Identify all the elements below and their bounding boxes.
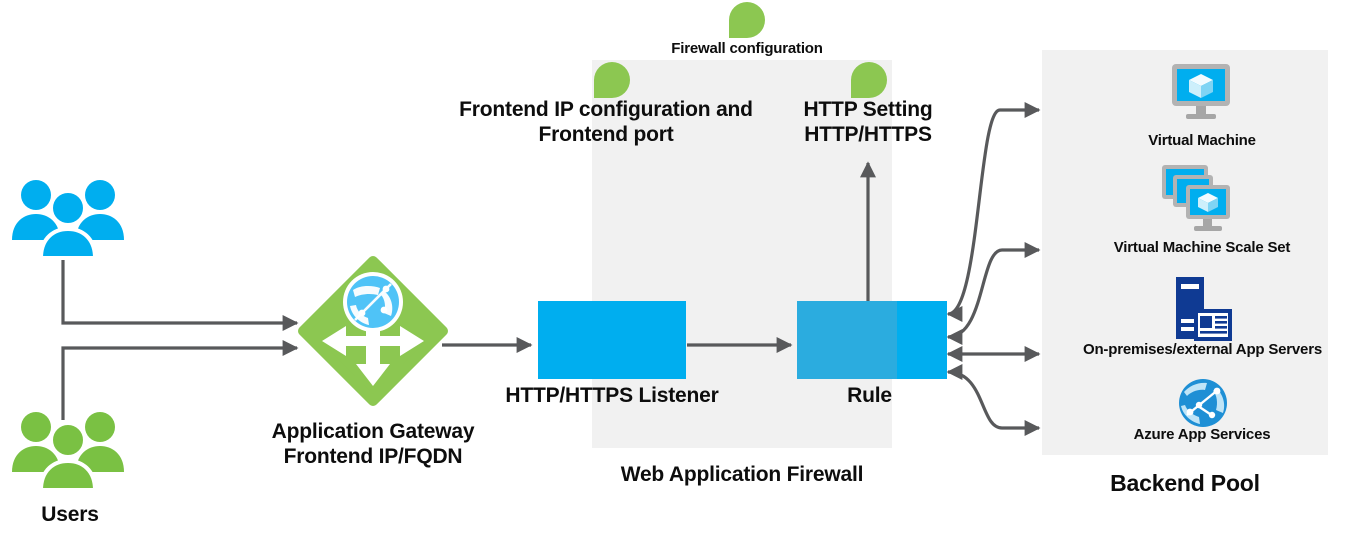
rule-block-left <box>797 301 897 379</box>
vm-scale-set-icon <box>1162 165 1230 231</box>
on-premises-app-servers-label: On-premises/external App Servers <box>1083 341 1322 358</box>
http-https-listener-label: HTTP/HTTPS Listener <box>505 384 719 407</box>
rule-label: Rule <box>847 384 892 407</box>
users-label: Users <box>41 503 99 526</box>
azure-app-services-label: Azure App Services <box>1133 426 1271 443</box>
app-services-icon <box>1179 379 1227 427</box>
server-icon <box>1176 277 1232 341</box>
virtual-machine-label: Virtual Machine <box>1148 132 1256 149</box>
users-blue-icon <box>12 180 124 260</box>
http-setting-pin <box>851 62 887 98</box>
rule-block-right <box>897 301 947 379</box>
waf-region <box>592 60 892 448</box>
arrow-rule-to-virtual-machine <box>946 102 1041 322</box>
waf-label: Web Application Firewall <box>620 463 864 486</box>
arrow-rule-to-app-services <box>946 364 1041 436</box>
frontend-ip-config-label: Frontend IP configuration and Frontend p… <box>459 98 753 146</box>
users-green-icon <box>12 412 124 492</box>
http-setting-label: HTTP Setting HTTP/HTTPS <box>803 98 933 146</box>
arrow-users-green-to-gateway <box>61 340 299 420</box>
backend-pool-label: Backend Pool <box>1110 470 1260 496</box>
arrow-rule-to-vm-scale-set <box>946 242 1041 345</box>
firewall-configuration-label: Firewall configuration <box>671 40 823 57</box>
application-gateway-icon <box>298 256 448 406</box>
vm-scale-set-label: Virtual Machine Scale Set <box>1113 239 1291 256</box>
firewall-configuration-pin <box>729 2 765 38</box>
frontend-ip-config-pin <box>594 62 630 98</box>
arrow-users-blue-to-gateway <box>61 255 299 331</box>
http-https-listener-block <box>538 301 686 379</box>
application-gateway-label: Application Gateway Frontend IP/FQDN <box>271 420 475 468</box>
virtual-machine-icon <box>1172 64 1230 119</box>
